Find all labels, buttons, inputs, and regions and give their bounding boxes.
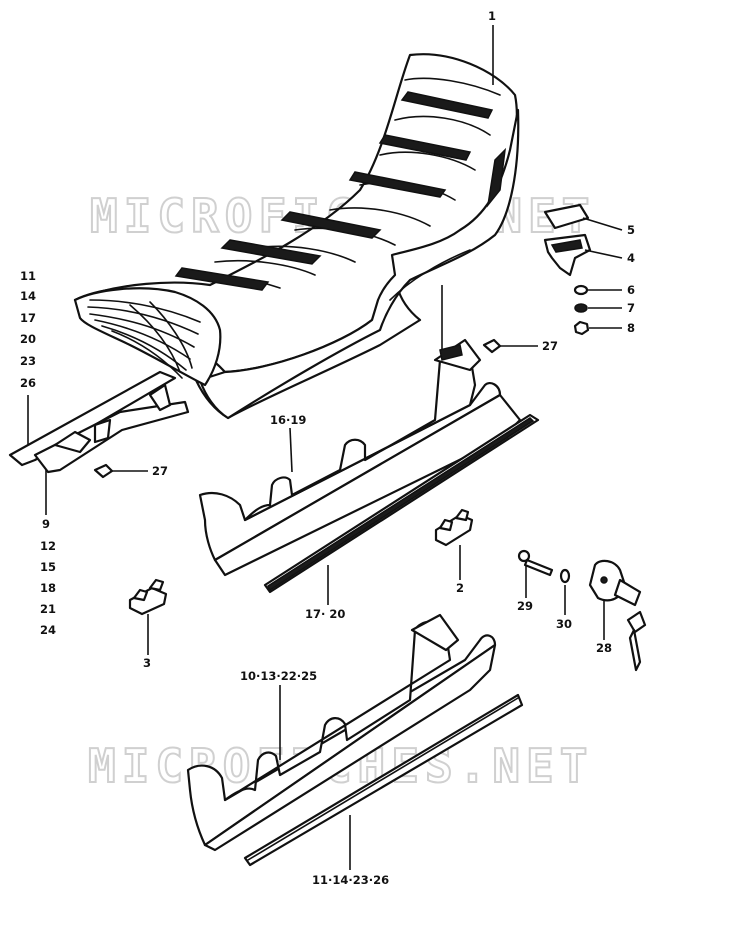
washer-part-7 [574,303,588,313]
label-21: 21 [40,602,56,616]
lock-part-28 [588,559,647,672]
label-6: 6 [627,283,635,297]
label-column-left-bottom: 9 12 15 18 21 24 [40,517,56,637]
label-20: 20 [20,332,36,346]
label-27-right: 27 [542,339,558,353]
label-29: 29 [517,599,533,613]
stripe-upper-fill [267,417,535,592]
leader-16-19 [289,427,293,473]
label-4: 4 [627,251,635,265]
label-9: 9 [42,517,50,531]
bolt-part-29 [517,549,554,577]
label-15: 15 [40,560,56,574]
label-26: 26 [20,376,36,390]
label-17-20: 17· 20 [305,607,345,621]
clip-part-27-right [482,338,502,354]
washer-part-6 [573,284,589,296]
label-12: 12 [40,539,56,553]
label-8: 8 [627,321,635,335]
label-10-13-22-25: 10·13·22·25 [240,669,317,683]
label-11-14-23-26: 11·14·23·26 [312,873,389,887]
leader-4 [584,249,623,259]
label-column-left-top: 11 14 17 20 23 26 [20,269,36,390]
side-cover-lower [186,613,497,852]
nut-part-8 [573,320,590,336]
label-11: 11 [20,269,36,283]
label-30: 30 [556,617,572,631]
label-24: 24 [40,623,56,637]
label-28: 28 [596,641,612,655]
strap-part-5 [543,203,590,230]
side-cover-upper [198,338,522,577]
clip-part-27-left [93,463,114,479]
label-3: 3 [143,656,151,670]
label-14: 14 [20,289,36,303]
label-16-19: 16·19 [270,413,306,427]
label-23: 23 [20,354,36,368]
label-27-left: 27 [152,464,168,478]
damper-part-2 [434,508,474,547]
leader-5 [582,217,623,231]
label-1: 1 [488,9,496,23]
seat-quilting [174,77,501,291]
label-7: 7 [627,301,635,315]
bracket-part-4 [543,233,592,277]
damper-part-3 [128,578,168,616]
label-17: 17 [20,311,36,325]
label-2: 2 [456,581,464,595]
label-18: 18 [40,581,56,595]
seat-assembly [73,53,520,420]
seat-rail-bracket [8,370,190,474]
washer-part-30 [559,568,571,584]
label-5: 5 [627,223,635,237]
